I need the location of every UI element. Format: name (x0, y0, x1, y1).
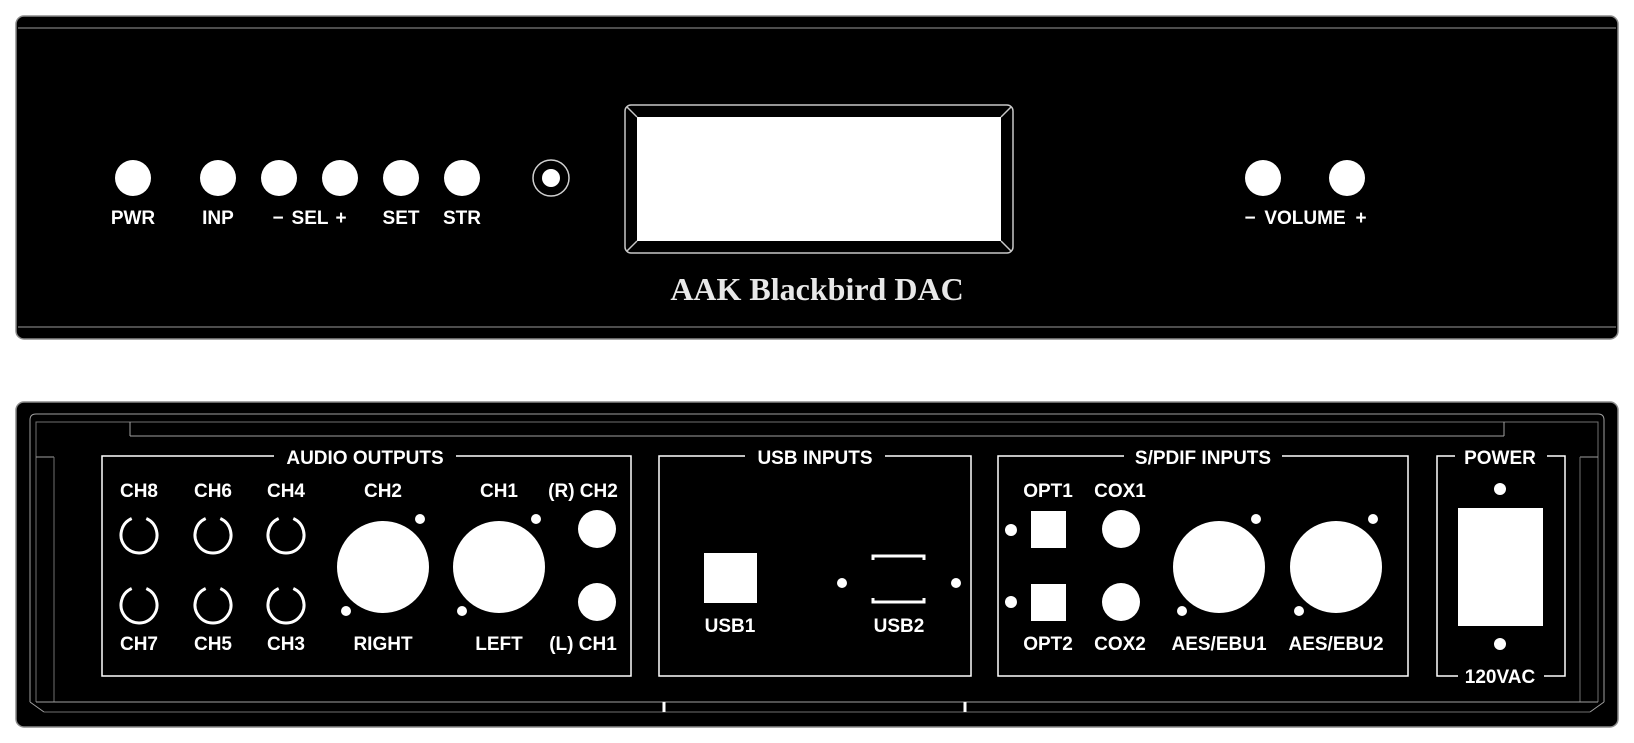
usb-inputs-section: USB INPUTS USB1 USB2 (658, 446, 972, 677)
rca-jack-ch4[interactable] (266, 517, 306, 555)
xlr-left-bottom-label: LEFT (475, 634, 523, 655)
power-screw-top (1494, 483, 1506, 495)
rca-ch4-label: CH4 (267, 481, 305, 502)
small-ch2-label: (R) CH2 (548, 481, 618, 502)
xlr-right-top-label: CH2 (364, 481, 402, 502)
str-button[interactable] (444, 160, 480, 196)
display-window (624, 104, 1014, 254)
rca-ch8-label: CH8 (120, 481, 158, 502)
opt2-label: OPT2 (1023, 634, 1073, 655)
cox1-label: COX1 (1094, 481, 1146, 502)
device-title: AAK Blackbird DAC (670, 271, 963, 307)
usb1-label: USB1 (705, 616, 756, 637)
small-ch2-connector[interactable] (578, 510, 616, 548)
power-screw-bottom (1494, 638, 1506, 650)
xlr-right-output[interactable] (337, 514, 429, 616)
usb-inputs-title: USB INPUTS (757, 448, 872, 469)
spdif-inputs-title: S/PDIF INPUTS (1135, 448, 1271, 469)
usb2-label: USB2 (874, 616, 925, 637)
rca-ch6-label: CH6 (194, 481, 232, 502)
sel-plus-label: + (335, 208, 346, 229)
inp-label: INP (202, 208, 234, 229)
rca-ch5-label: CH5 (194, 634, 232, 655)
audio-outputs-title: AUDIO OUTPUTS (286, 448, 443, 469)
power-inlet[interactable] (1458, 508, 1543, 626)
aes-ebu2-port[interactable] (1290, 514, 1382, 616)
volume-plus-label: + (1355, 208, 1366, 229)
opt1-port[interactable] (1005, 511, 1066, 548)
rca-jack-ch8[interactable] (119, 517, 159, 555)
volume-label: VOLUME (1264, 208, 1345, 229)
aes-ebu1-port[interactable] (1173, 514, 1265, 616)
rca-jack-ch7[interactable] (119, 587, 159, 625)
rca-jack-ch3[interactable] (266, 587, 306, 625)
ir-receiver (532, 159, 570, 197)
usb1-port[interactable] (704, 553, 757, 603)
pwr-button[interactable] (115, 160, 151, 196)
rca-jack-ch5[interactable] (193, 587, 233, 625)
xlr-left-output[interactable] (453, 514, 545, 616)
opt1-label: OPT1 (1023, 481, 1073, 502)
xlr-left-top-label: CH1 (480, 481, 518, 502)
aes-ebu1-label: AES/EBU1 (1171, 634, 1266, 655)
sel-minus-label: − (272, 208, 283, 229)
power-voltage-label: 120VAC (1465, 667, 1536, 688)
audio-outputs-section: AUDIO OUTPUTS CH8 CH6 CH4 (101, 446, 632, 677)
rca-ch7-label: CH7 (120, 634, 158, 655)
set-button[interactable] (383, 160, 419, 196)
usb2-port[interactable] (837, 554, 961, 604)
pwr-label: PWR (111, 208, 156, 229)
volume-plus-button[interactable] (1329, 160, 1365, 196)
cox1-port[interactable] (1102, 510, 1140, 548)
volume-minus-label: − (1244, 208, 1255, 229)
inp-button[interactable] (200, 160, 236, 196)
sel-minus-button[interactable] (261, 160, 297, 196)
power-title: POWER (1464, 448, 1536, 469)
sel-label: SEL (292, 208, 329, 229)
xlr-right-bottom-label: RIGHT (353, 634, 413, 655)
spdif-inputs-section: S/PDIF INPUTS OPT1 OPT2 COX1 COX2 AES/EB… (997, 446, 1409, 677)
volume-minus-button[interactable] (1245, 160, 1281, 196)
small-ch1-label: (L) CH1 (549, 634, 617, 655)
rca-jack-ch6[interactable] (193, 517, 233, 555)
opt2-port[interactable] (1005, 584, 1066, 621)
cox2-label: COX2 (1094, 634, 1146, 655)
cox2-port[interactable] (1102, 583, 1140, 621)
set-label: SET (383, 208, 420, 229)
rear-panel: AUDIO OUTPUTS CH8 CH6 CH4 (15, 401, 1619, 728)
sel-plus-button[interactable] (322, 160, 358, 196)
front-panel: PWR INP − SEL + SET STR − VOLUME + AAK B… (15, 15, 1619, 340)
rca-ch3-label: CH3 (267, 634, 305, 655)
power-section: POWER 120VAC (1436, 446, 1566, 688)
aes-ebu2-label: AES/EBU2 (1288, 634, 1383, 655)
str-label: STR (443, 208, 481, 229)
small-ch1-connector[interactable] (578, 583, 616, 621)
